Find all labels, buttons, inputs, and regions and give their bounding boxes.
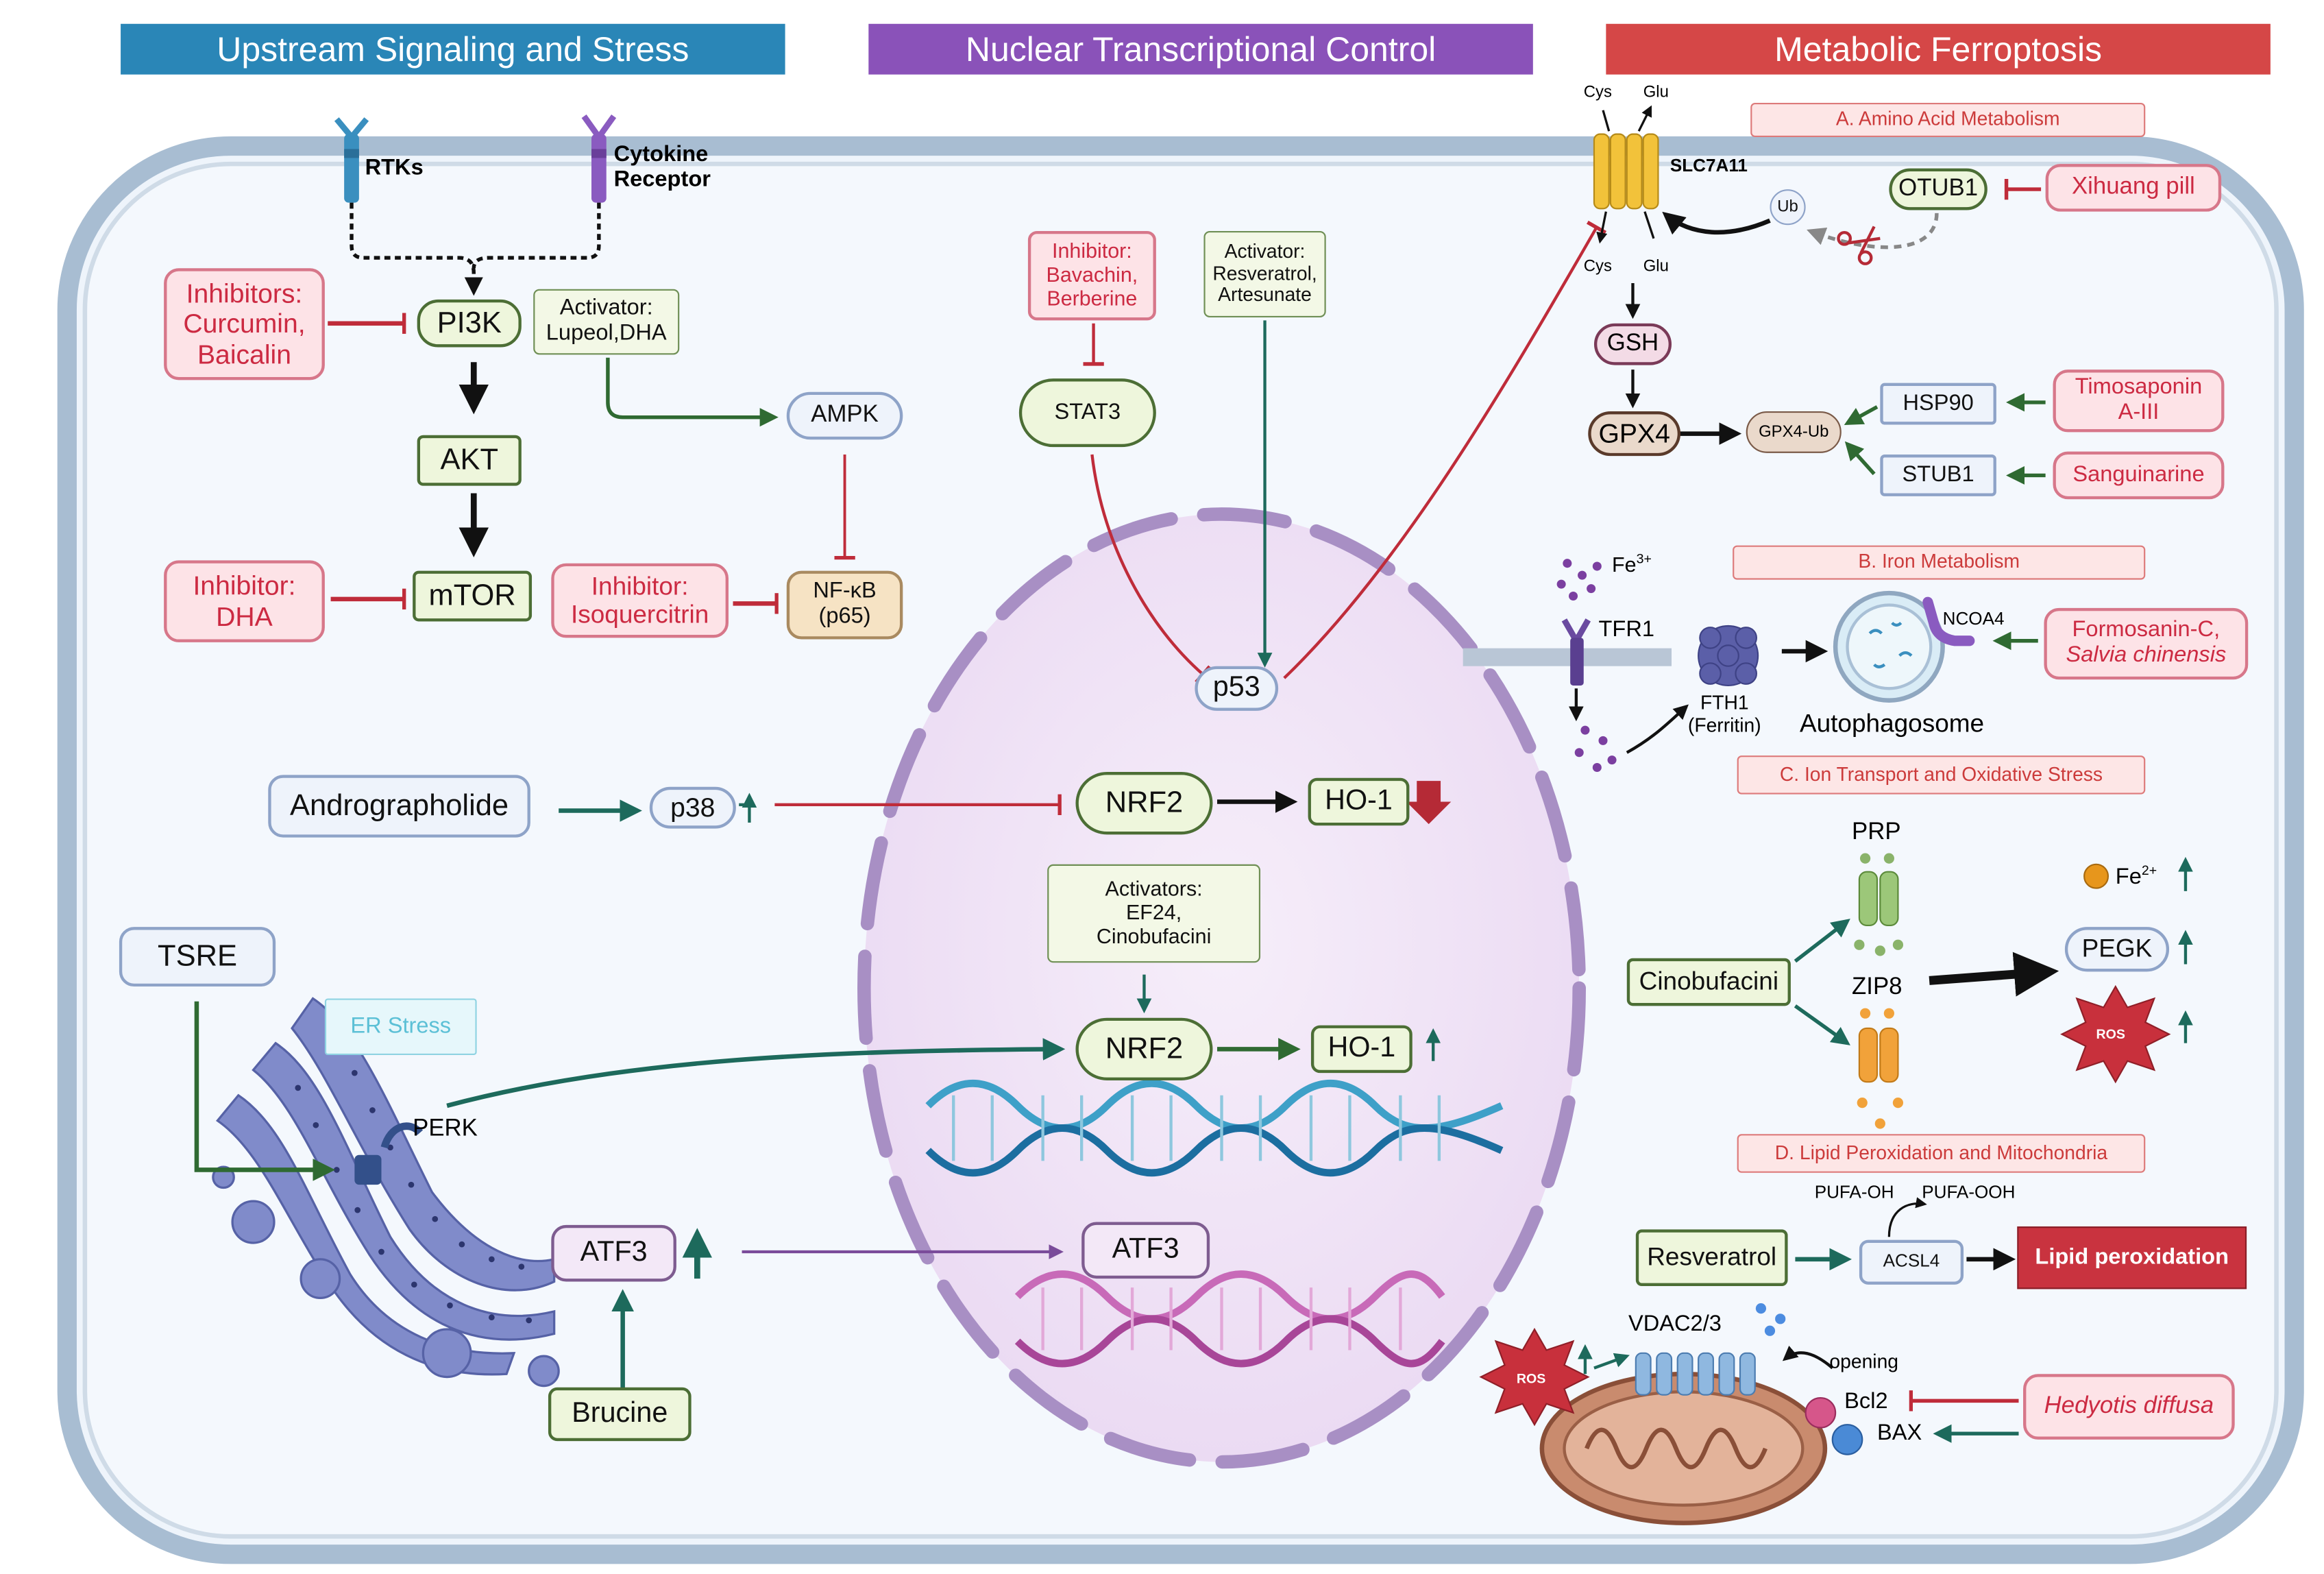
activators-ef24-box: Activators:EF24,Cinobufacini [1047, 864, 1261, 963]
pufa-oh-label: PUFA-OH [1814, 1181, 1894, 1203]
bax-label: BAX [1876, 1420, 1922, 1446]
rtk-receptor-icon [334, 117, 369, 203]
inhibitor-isoquercitrin-box: Inhibitor:Isoquercitrin [551, 563, 729, 638]
cytokine-receptor-icon [581, 114, 617, 203]
section-b-label: B. Iron Metabolism [1733, 545, 2146, 580]
prp-label: PRP [1852, 819, 1901, 845]
hsp90-node: HSP90 [1880, 383, 1996, 425]
tsre-box: TSRE [119, 927, 276, 987]
atf3-cytoplasm-node: ATF3 [551, 1224, 676, 1282]
andrographolide-box: Andrographolide [268, 775, 530, 838]
section-a-label: A. Amino Acid Metabolism [1750, 102, 2146, 137]
resveratrol-box: Resveratrol [1635, 1229, 1788, 1286]
vdac-channel-icon [1635, 1352, 1756, 1396]
formosanin-box: Formosanin-C,Salvia chinensis [2044, 607, 2249, 680]
glu-bottom-label: Glu [1643, 258, 1669, 276]
down-arrow-icon [1406, 781, 1452, 825]
inhibitor-dha-box: Inhibitor:DHA [164, 560, 325, 642]
ncoa4-icon [1922, 596, 1975, 646]
perk-receptor-icon [354, 1122, 424, 1185]
bcl2-label: Bcl2 [1844, 1388, 1888, 1414]
gsh-node: GSH [1593, 323, 1672, 365]
bcl2-protein-icon [1805, 1396, 1837, 1429]
atf3-nuclear-node: ATF3 [1081, 1222, 1210, 1279]
p38-node: p38 [649, 786, 736, 829]
acsl4-node: ACSL4 [1859, 1239, 1964, 1285]
pegk-node: PEGK [2064, 927, 2170, 972]
fe3-label: Fe3+ [1612, 551, 1652, 577]
section-d-label: D. Lipid Peroxidation and Mitochondria [1737, 1134, 2146, 1173]
fe2-label: Fe2+ [2115, 862, 2157, 890]
ho1-node-top: HO-1 [1308, 777, 1410, 826]
iron-particles-icon [1556, 559, 1617, 773]
hedyotis-diffusa-box: Hedyotis diffusa [2023, 1374, 2235, 1440]
mtor-node: mTOR [413, 570, 533, 622]
zip8-label: ZIP8 [1852, 974, 1903, 1000]
stat3-node: STAT3 [1018, 378, 1156, 448]
ros-burst-mito-icon [1479, 1327, 1590, 1427]
prp-channel-icon [1858, 871, 1899, 927]
inhibitors-curcumin-box: Inhibitors:Curcumin,Baicalin [164, 268, 325, 380]
ros-label: ROS [2096, 1026, 2125, 1042]
gpx4-node: GPX4 [1588, 411, 1681, 457]
scissors-icon [1837, 226, 1881, 265]
activator-lupeol-box: Activator:Lupeol,DHA [533, 289, 680, 355]
glu-top-label: Glu [1643, 83, 1669, 101]
mitochondrion-icon [1539, 1371, 1828, 1525]
ncoa4-label: NCOA4 [1942, 607, 2005, 629]
pi3k-node: PI3K [417, 299, 522, 348]
pufa-ooh-label: PUFA-OOH [1922, 1181, 2016, 1203]
dna-helix-pink-icon [1014, 1270, 1445, 1368]
nucleus [864, 513, 1580, 1462]
p53-node: p53 [1195, 666, 1279, 711]
dna-helix-blue-icon [925, 1080, 1504, 1177]
fe2-ion-icon [2083, 863, 2109, 889]
lipid-peroxidation-box: Lipid peroxidation [2017, 1226, 2247, 1290]
tfr1-receptor-icon [1561, 618, 1591, 686]
activator-resveratrol-box: Activator:Resveratrol,Artesunate [1203, 230, 1326, 318]
brucine-box: Brucine [548, 1387, 692, 1442]
ampk-node: AMPK [786, 391, 903, 440]
gpx4-ub-node: GPX4-Ub [1746, 411, 1842, 453]
autophagosome-label: Autophagosome [1799, 709, 1985, 738]
nfkb-node: NF-κB(p65) [786, 570, 903, 640]
opening-label: opening [1829, 1350, 1899, 1373]
rtks-label: RTKs [365, 155, 424, 181]
cys-bottom-label: Cys [1583, 258, 1612, 276]
tfr1-label: TFR1 [1598, 616, 1655, 642]
otub1-node: OTUB1 [1889, 168, 1987, 210]
er-stress-label: ER Stress [324, 998, 477, 1056]
header-metabolic-ferroptosis: Metabolic Ferroptosis [1606, 23, 2271, 75]
cinobufacini-box: Cinobufacini [1626, 958, 1791, 1006]
header-nuclear-control: Nuclear Transcriptional Control [868, 23, 1533, 75]
section-c-label: C. Ion Transport and Oxidative Stress [1737, 755, 2146, 795]
perk-label: PERK [413, 1116, 478, 1142]
akt-node: AKT [417, 435, 522, 486]
nrf2-node-bottom: NRF2 [1075, 1017, 1213, 1081]
slc7a11-transporter-icon [1593, 133, 1659, 210]
ros-burst-icon [2060, 984, 2171, 1084]
cys-top-label: Cys [1583, 83, 1612, 101]
ferritin-icon [1698, 625, 1759, 687]
er-golgi-icon [212, 997, 560, 1388]
sanguinarine-box: Sanguinarine [2053, 451, 2225, 500]
inhibitor-bavachin-box: Inhibitor:Bavachin,Berberine [1027, 230, 1156, 321]
ho1-node-bottom: HO-1 [1310, 1025, 1412, 1074]
ubiquitin-node: Ub [1770, 189, 1806, 226]
autophagosome-icon [1833, 590, 1945, 703]
fth1-label: FTH1(Ferritin) [1687, 691, 1761, 736]
bax-protein-icon [1831, 1424, 1863, 1455]
header-upstream-signaling: Upstream Signaling and Stress [121, 23, 785, 75]
xihuang-pill-box: Xihuang pill [2045, 164, 2222, 212]
nrf2-node-top: NRF2 [1075, 772, 1213, 835]
vdac-label: VDAC2/3 [1628, 1311, 1722, 1337]
slc7a11-label: SLC7A11 [1669, 155, 1748, 176]
ros-mito-label: ROS [1516, 1370, 1546, 1386]
stub1-node: STUB1 [1880, 455, 1996, 496]
zip8-channel-icon [1858, 1027, 1899, 1083]
